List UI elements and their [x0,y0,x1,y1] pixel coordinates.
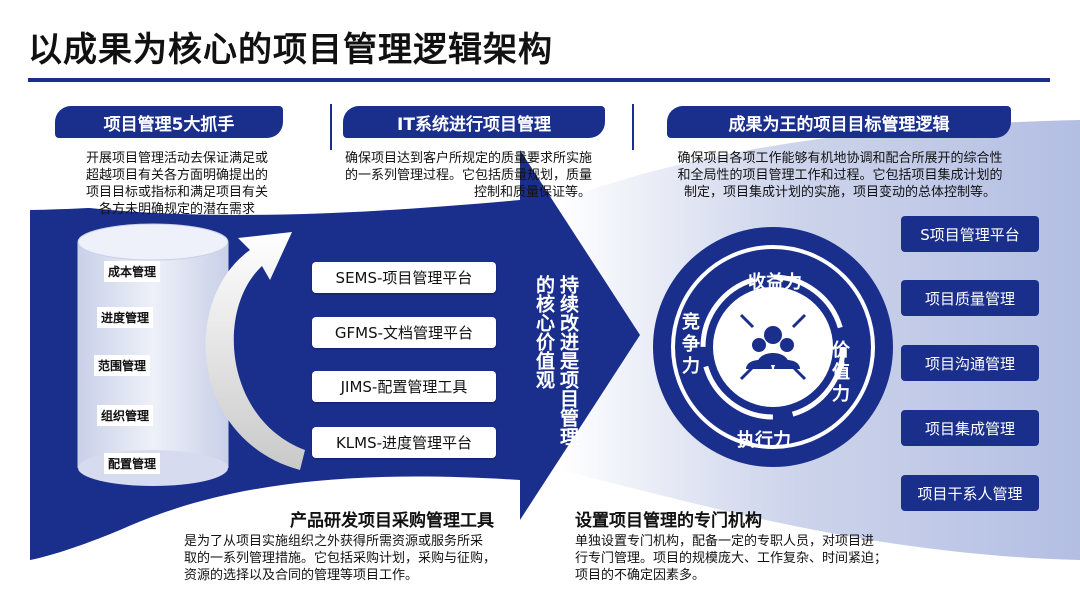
section-heading-right: 成果为王的项目目标管理逻辑 [667,106,1011,138]
wheel-label-top: 收益力 [748,272,802,293]
desc-line: 资源的选择以及合同的管理等项目工作。 [184,568,419,583]
page-title: 以成果为核心的项目管理逻辑架构 [28,30,553,70]
middle-description: 确保项目达到客户所规定的质量要求所实施 的一系列管理过程。它包括质量规划，质量 … [345,150,615,201]
desc-line: 取的一系列管理措施。它包括采购计划，采购与征购， [184,551,497,566]
lever-label: 组织管理 [97,405,154,426]
bottom-left-heading: 产品研发项目采购管理工具 [290,511,494,531]
bottom-right-heading: 设置项目管理的专门机构 [575,511,762,531]
desc-line: 超越项目有关各方面明确提出的 [85,168,268,183]
desc-line: 控制和质量保证等。 [473,185,591,200]
lever-label: 进度管理 [97,307,154,328]
desc-line: 项目目标或指标和满足项目有关 [85,185,268,200]
desc-line: 和全局性的项目管理工作和过程。它包括项目集成计划的 [677,168,1003,183]
desc-line: 确保项目各项工作能够有机地协调和配合所展开的综合性 [677,151,1003,166]
divider [330,104,332,150]
platform-item: GFMS-文档管理平台 [312,317,496,348]
lever-label: 配置管理 [104,453,161,474]
arrow-text-col2: 的核心价值观 [533,275,555,389]
bottom-left-description: 是为了从项目实施组织之外获得所需资源或服务所采 取的一系列管理措施。它包括采购计… [184,533,524,584]
platform-item: JIMS-配置管理工具 [312,371,496,402]
section-heading-middle: IT系统进行项目管理 [343,106,605,138]
desc-line: 开展项目管理活动去保证满足或 [85,151,268,166]
desc-line: 项目的不确定因素多。 [575,568,706,583]
left-description: 开展项目管理活动去保证满足或 超越项目有关各方面明确提出的 项目目标或指标和满足… [52,150,302,218]
desc-line: 各方未明确规定的潜在需求 [98,202,255,217]
bottom-right-description: 单独设置专门机构，配备一定的专职人员，对项目进 行专门管理。项目的规模庞大、工作… [575,533,915,584]
lever-label: 范围管理 [94,355,151,376]
desc-line: 单独设置专门机构，配备一定的专职人员，对项目进 [575,534,875,549]
management-item: 项目沟通管理 [901,345,1039,381]
desc-line: 确保项目达到客户所规定的质量要求所实施 [345,151,593,166]
title-rule [28,78,1050,82]
team-icon [739,313,807,381]
divider [632,104,634,150]
section-heading-left: 项目管理5大抓手 [55,106,283,138]
platform-item: SEMS-项目管理平台 [312,262,496,293]
right-description: 确保项目各项工作能够有机地协调和配合所展开的综合性 和全局性的项目管理工作和过程… [650,150,1030,201]
arrow-text-col1: 持续改进是项目管理 [557,275,579,446]
wheel-label-left: 竞争力 [682,312,700,377]
desc-line: 是为了从项目实施组织之外获得所需资源或服务所采 [184,534,484,549]
platform-item: KLMS-进度管理平台 [312,427,496,458]
desc-line: 制定，项目集成计划的实施，项目变动的总体控制等。 [683,185,996,200]
top-text-cutout [30,140,300,210]
wheel-label-right: 价值力 [832,340,850,405]
lever-label: 成本管理 [104,261,161,282]
management-item: 项目集成管理 [901,410,1039,446]
wheel-label-bottom: 执行力 [737,430,791,451]
desc-line: 的一系列管理过程。它包括质量规划，质量 [345,168,593,183]
desc-line: 行专门管理。项目的规模庞大、工作复杂、时间紧迫； [575,551,888,566]
cycle-arrow-shape [205,232,305,470]
management-item: S项目管理平台 [901,216,1039,252]
management-item: 项目质量管理 [901,280,1039,316]
management-item: 项目干系人管理 [901,475,1039,511]
